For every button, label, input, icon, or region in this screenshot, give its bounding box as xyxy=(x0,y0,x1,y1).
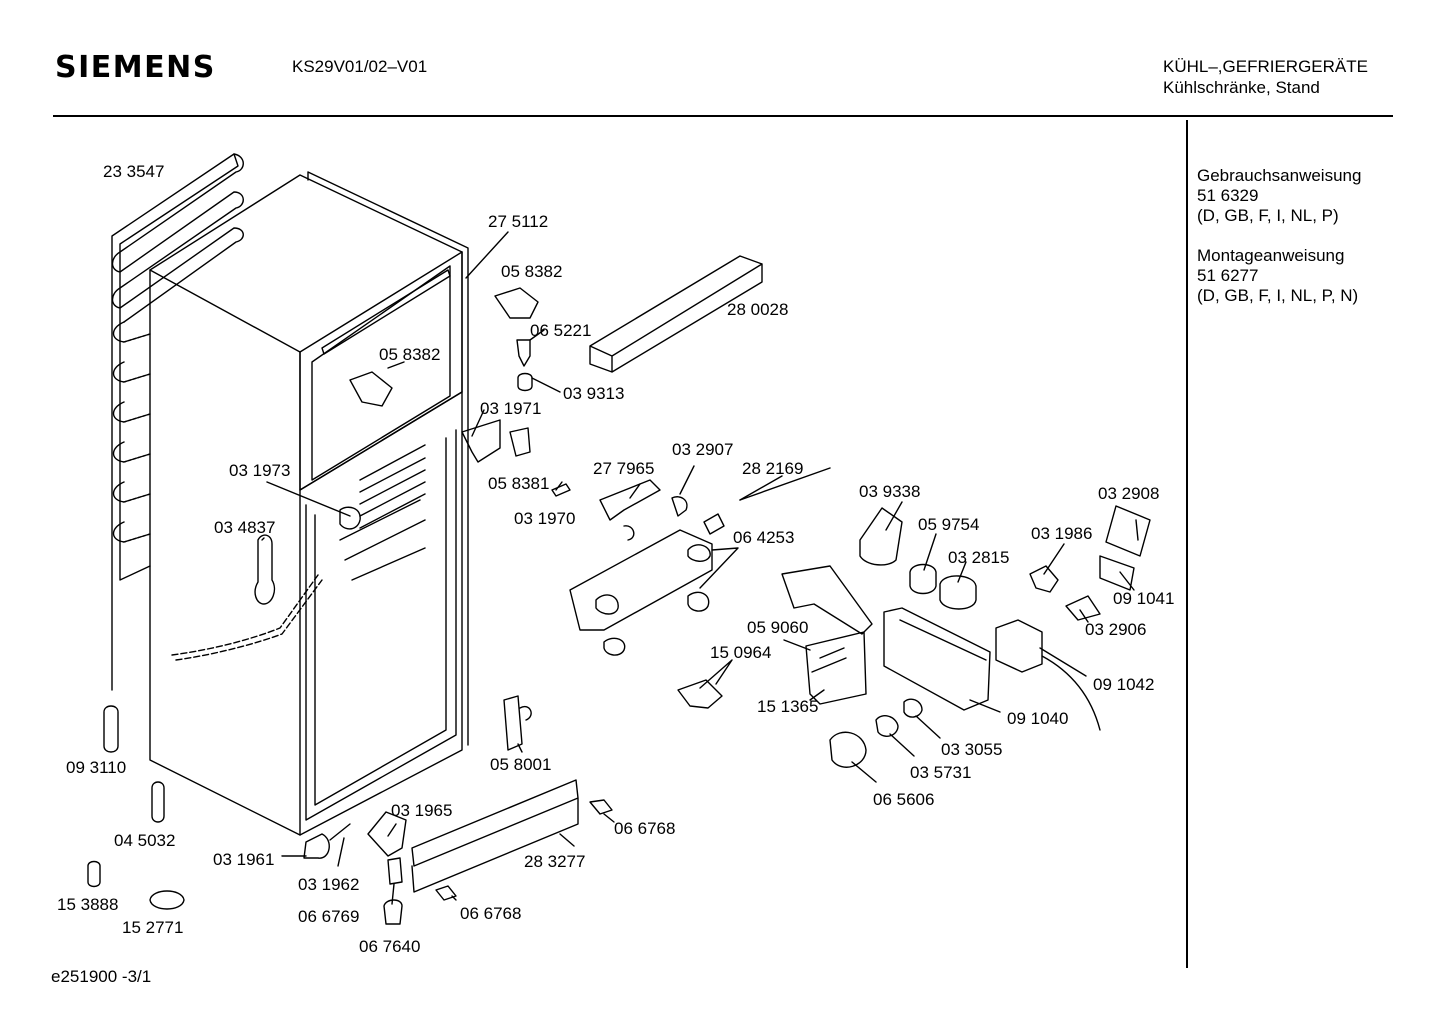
part-label: 05 9754 xyxy=(918,515,980,534)
part-label: 23 3547 xyxy=(103,162,165,181)
part-label: 03 9313 xyxy=(563,384,625,403)
part-label: 03 2907 xyxy=(672,440,734,459)
part-label: 27 7965 xyxy=(593,459,655,478)
part-label: 03 1971 xyxy=(480,399,542,418)
part-label: 03 1973 xyxy=(229,461,291,480)
fridge-cabinet xyxy=(150,172,468,835)
part-label: 05 8001 xyxy=(490,755,552,774)
part-label: 28 2169 xyxy=(742,459,804,478)
part-label: 06 6768 xyxy=(614,819,676,838)
category-line-1: KÜHL–,GEFRIERGERÄTE xyxy=(1163,57,1368,76)
part-label: 06 4253 xyxy=(733,528,795,547)
part-label: 03 9338 xyxy=(859,482,921,501)
part-label: 05 8381 xyxy=(488,474,550,493)
part-label: 03 1962 xyxy=(298,875,360,894)
drawing-code: e251900 -3/1 xyxy=(51,967,152,986)
part-label: 28 3277 xyxy=(524,852,586,871)
install-languages: (D, GB, F, I, NL, P, N) xyxy=(1197,286,1359,305)
model-number: KS29V01/02–V01 xyxy=(292,57,428,76)
part-label: 09 1042 xyxy=(1093,675,1155,694)
part-label: 03 4837 xyxy=(214,518,276,537)
part-label: 06 5606 xyxy=(873,790,935,809)
leader-lines xyxy=(262,232,1138,904)
part-label: 28 0028 xyxy=(727,300,789,319)
part-brackets xyxy=(88,256,1150,924)
manual-number: 51 6329 xyxy=(1197,186,1259,205)
brand-logo: SIEMENS xyxy=(55,50,216,85)
part-label: 06 6769 xyxy=(298,907,360,926)
part-label: 15 0964 xyxy=(710,643,772,662)
part-label: 03 1965 xyxy=(391,801,453,820)
part-label: 03 1961 xyxy=(213,850,275,869)
part-label: 15 3888 xyxy=(57,895,119,914)
part-label: 03 2906 xyxy=(1085,620,1147,639)
part-label: 05 8382 xyxy=(501,262,563,281)
part-label: 06 6768 xyxy=(460,904,522,923)
part-label: 03 2815 xyxy=(948,548,1010,567)
install-info: Montageanweisung 51 6277 (D, GB, F, I, N… xyxy=(1197,246,1358,306)
part-label: 03 5731 xyxy=(910,763,972,782)
part-label: 05 9060 xyxy=(747,618,809,637)
part-label: 05 8382 xyxy=(379,345,441,364)
manual-title: Gebrauchsanweisung xyxy=(1197,166,1362,185)
part-label: 15 1365 xyxy=(757,697,819,716)
condenser-coil xyxy=(112,154,243,690)
manual-languages: (D, GB, F, I, NL, P) xyxy=(1197,206,1339,225)
part-label: 03 2908 xyxy=(1098,484,1160,503)
category-line-2: Kühlschränke, Stand xyxy=(1163,78,1320,97)
part-label: 03 1970 xyxy=(514,509,576,528)
install-number: 51 6277 xyxy=(1197,266,1259,285)
part-label: 15 2771 xyxy=(122,918,184,937)
part-label: 03 3055 xyxy=(941,740,1003,759)
category: KÜHL–,GEFRIERGERÄTE Kühlschränke, Stand xyxy=(1163,56,1368,98)
part-label: 04 5032 xyxy=(114,831,176,850)
part-label: 03 1986 xyxy=(1031,524,1093,543)
part-label: 06 7640 xyxy=(359,937,421,956)
part-label: 06 5221 xyxy=(530,321,592,340)
install-title: Montageanweisung xyxy=(1197,246,1345,265)
part-label: 09 1040 xyxy=(1007,709,1069,728)
header-divider xyxy=(53,115,1393,117)
part-label: 27 5112 xyxy=(488,212,549,231)
part-label: 09 1041 xyxy=(1113,589,1175,608)
manual-info: Gebrauchsanweisung 51 6329 (D, GB, F, I,… xyxy=(1197,166,1361,226)
sidebar-divider xyxy=(1186,120,1188,968)
part-label: 09 3110 xyxy=(66,758,127,777)
